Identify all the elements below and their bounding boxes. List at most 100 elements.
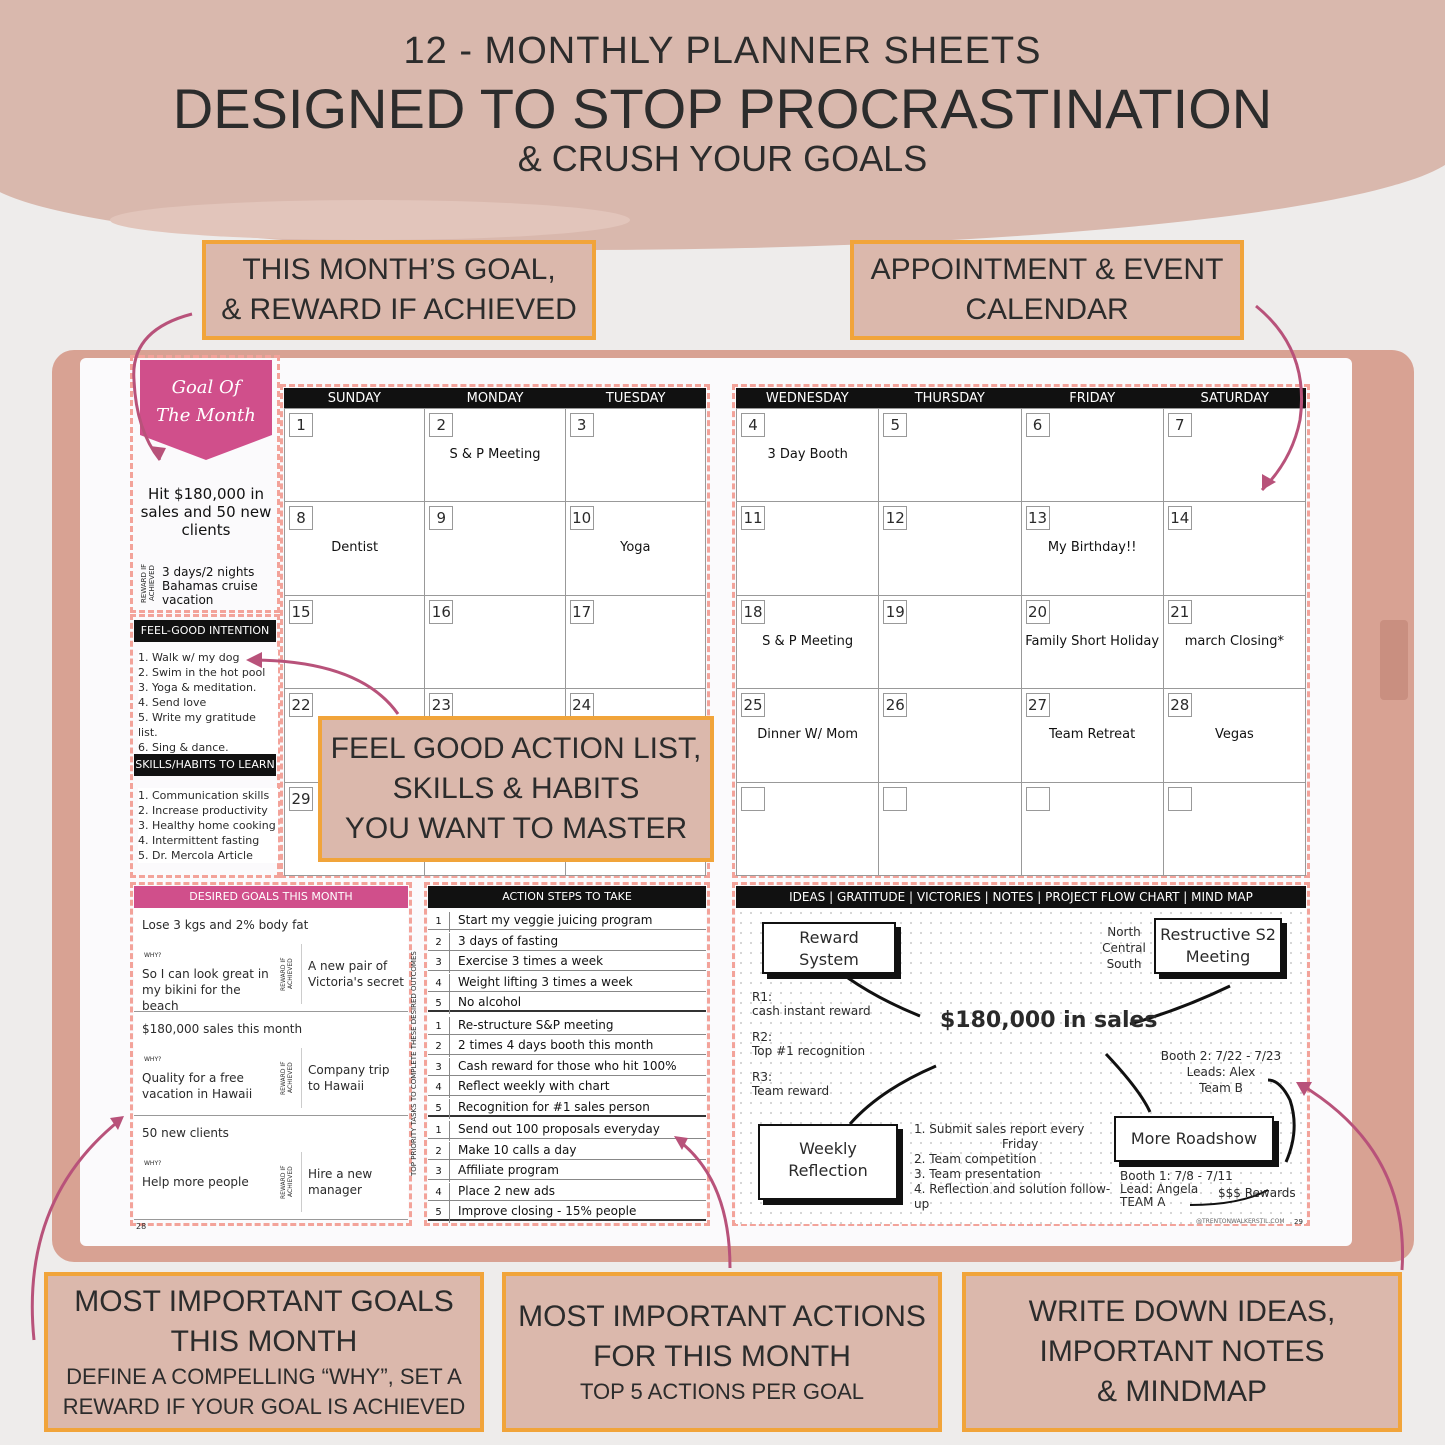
callout-calendar: APPOINTMENT & EVENT CALENDAR (850, 240, 1244, 340)
region-central: Central (1102, 941, 1146, 955)
calendar-event: Dinner W/ Mom (757, 727, 859, 743)
calendar-date-number (1025, 786, 1050, 811)
calendar-day-cell[interactable]: 11 (737, 502, 880, 596)
calendar-date-number: 5 (883, 413, 908, 437)
feelgood-item: 2. Swim in the hot pool (138, 666, 266, 679)
mindmap-center: $180,000 in sales (940, 1008, 1158, 1033)
action-step-text: Place 2 new ads (458, 1183, 556, 1198)
calendar-day-cell[interactable]: 6 (1021, 409, 1164, 503)
calendar-date-number: 10 (569, 506, 594, 531)
goal-why-label: WHY? (144, 1160, 162, 1167)
booth1-line: TEAM A (1120, 1195, 1166, 1209)
calendar-date-number: 15 (289, 599, 313, 624)
right-page-footer: @TRENTONWALKERSTIL.COM (1196, 1218, 1285, 1225)
calendar-date-number: 2 (429, 413, 454, 437)
calendar-event: My Birthday!! (1047, 540, 1137, 556)
calendar-day-cell[interactable]: 9 (425, 502, 566, 596)
calendar-date-number: 29 (289, 786, 313, 811)
calendar-day-cell[interactable]: 19 (879, 595, 1022, 690)
calendar-day-cell[interactable] (737, 782, 880, 876)
actions-section-title: ACTION STEPS TO TAKE (428, 886, 706, 908)
calendar-day-cell[interactable] (879, 782, 1022, 876)
left-page-number: 28 (136, 1222, 147, 1231)
skills-item: 4. Intermittent fasting (138, 834, 260, 847)
mindmap-regions: North Central South (1096, 924, 1152, 972)
action-step-number: 2 (428, 932, 450, 953)
calendar-day-cell[interactable]: 5 (879, 409, 1022, 503)
action-step-text: Reflect weekly with chart (458, 1079, 610, 1093)
goal-reward-text: A new pair of Victoria's secret (308, 959, 404, 989)
calendar-date-number: 12 (883, 506, 908, 531)
callout-ideas-line1: WRITE DOWN IDEAS, (1028, 1295, 1336, 1328)
calendar-date-number: 27 (1025, 693, 1050, 718)
ideas-section-title: IDEAS | GRATITUDE | VICTORIES | NOTES | … (736, 886, 1306, 908)
r-item: Top #1 recognition (752, 1044, 866, 1058)
calendar-day-cell[interactable]: 7 (1163, 409, 1306, 503)
calendar-day-cell[interactable]: 12 (879, 502, 1022, 596)
callout-ideas: WRITE DOWN IDEAS, IMPORTANT NOTES & MIND… (962, 1272, 1402, 1432)
calendar-day-cell[interactable]: 3 (565, 409, 706, 503)
calendar-day-cell[interactable]: 16 (425, 595, 566, 690)
calendar-day-cell[interactable]: 17 (565, 595, 706, 690)
booth1-line: Lead: Angela (1120, 1182, 1199, 1196)
action-step-row: 1 Re-structure S&P meeting (428, 1015, 706, 1037)
calendar-date-number: 26 (883, 693, 908, 718)
calendar-day-cell[interactable] (1163, 782, 1306, 876)
goal-why-text: So I can look great in my bikini for the… (142, 967, 269, 1013)
callout-feelgood: FEEL GOOD ACTION LIST, SKILLS & HABITS Y… (318, 716, 714, 862)
action-step-number: 4 (428, 1182, 450, 1203)
skills-title: SKILLS/HABITS TO LEARN (134, 754, 276, 776)
calendar-event: Yoga (620, 540, 651, 556)
callout-actions-sub: TOP 5 ACTIONS PER GOAL (579, 1379, 865, 1404)
callout-feelgood-line2: SKILLS & HABITS (392, 772, 640, 805)
booth2-line: Leads: Alex (1186, 1065, 1256, 1079)
mindmap-rewards: $$$ Rewards (1218, 1186, 1296, 1200)
mindmap-r-list: R1: cash instant reward R2: Top #1 recog… (752, 990, 922, 1098)
goal-why-text: Quality for a free vacation in Hawaii (142, 1071, 253, 1101)
day-wednesday: WEDNESDAY (765, 390, 849, 406)
action-step-number: 1 (428, 1016, 450, 1037)
day-saturday: SATURDAY (1200, 390, 1269, 406)
header-subtitle: & CRUSH YOUR GOALS (517, 138, 928, 179)
calendar-event: 3 Day Booth (767, 447, 848, 462)
action-step-text: Start my veggie juicing program (458, 913, 653, 927)
action-step-number: 1 (428, 1121, 450, 1141)
calendar-day-cell[interactable]: 26 (879, 689, 1022, 783)
calendar-day-cell[interactable]: 1 (285, 409, 426, 503)
action-step-number: 5 (428, 1098, 450, 1119)
action-step-text: No alcohol (458, 995, 522, 1009)
calendar-date-number: 14 (1167, 506, 1192, 531)
action-step-text: Re-structure S&P meeting (458, 1017, 614, 1032)
calendar-day-cell[interactable] (1021, 782, 1164, 876)
calendar-day-cell[interactable]: 15 (285, 595, 426, 690)
goal-entry-title: $180,000 sales this month (142, 1022, 303, 1036)
calendar-date-number: 3 (569, 413, 594, 437)
calendar-day-cell[interactable]: 14 (1163, 502, 1306, 596)
mindmap-task-list: 1. Submit sales report every Friday 2. T… (914, 1122, 1114, 1212)
callout-goal-line1: THIS MONTH’S GOAL, (242, 253, 556, 286)
calendar-date-number: 16 (429, 599, 454, 624)
calendar-date-number: 19 (883, 599, 908, 624)
task-item: 1. Submit sales report every (914, 1122, 1085, 1136)
callout-feelgood-line1: FEEL GOOD ACTION LIST, (330, 732, 702, 765)
